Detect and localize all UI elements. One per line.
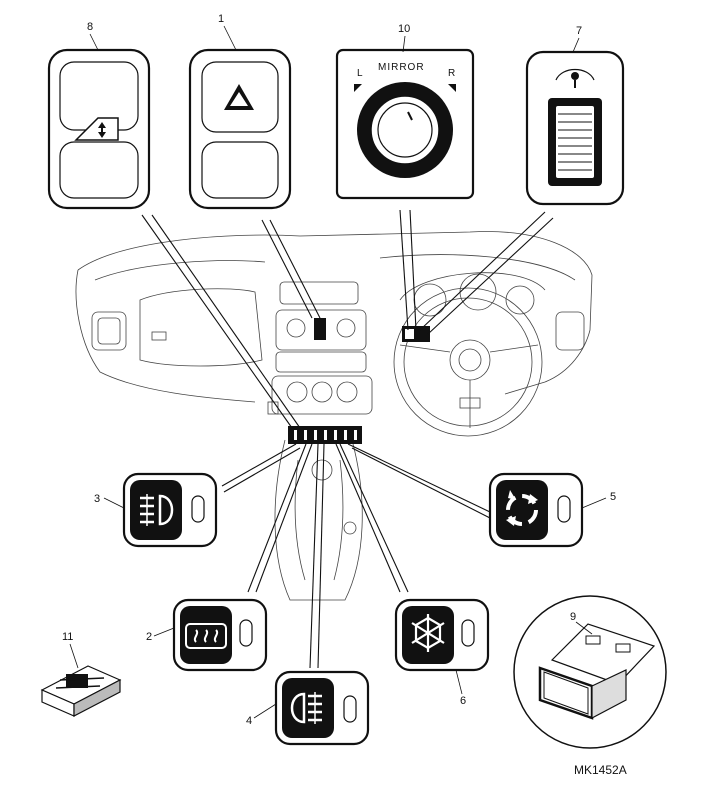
callout-9: 9 — [570, 611, 576, 623]
hazard-switch — [188, 48, 292, 210]
recirculation-switch — [488, 472, 584, 548]
callout-6: 6 — [460, 695, 466, 707]
headlamp-levelling-icon — [555, 68, 595, 88]
leader-lines — [141, 209, 554, 669]
front-fog-lamp-icon — [140, 494, 174, 526]
callout-11: 11 — [62, 631, 73, 643]
callout-1: 1 — [218, 13, 224, 25]
mirror-right-label: R — [448, 68, 456, 79]
air-conditioning-switch — [394, 598, 490, 672]
heated-rear-screen-switch — [172, 598, 268, 672]
dashboard-outline — [75, 231, 593, 601]
hazard-triangle-icon — [224, 84, 254, 110]
callout-7: 7 — [576, 25, 582, 37]
thumbwheel-ribs — [558, 113, 592, 171]
rear-fog-lamp-icon — [290, 692, 322, 724]
mirror-switch: MIRROR L R — [335, 48, 475, 200]
callout-3: 3 — [94, 493, 100, 505]
rear-fog-switch — [274, 670, 370, 746]
recirculation-arrows-icon — [506, 490, 538, 526]
mirror-label: MIRROR — [378, 62, 425, 73]
callout-8: 8 — [87, 21, 93, 33]
callout-2: 2 — [146, 631, 152, 643]
callout-4: 4 — [246, 715, 252, 727]
callout-10: 10 — [398, 23, 410, 35]
switch-connector — [40, 665, 122, 717]
front-fog-switch — [122, 472, 218, 548]
window-switch — [47, 48, 151, 210]
blanking-switch-detail — [513, 595, 667, 749]
callout-5: 5 — [610, 491, 616, 503]
snowflake-icon — [411, 614, 445, 652]
headlamp-levelling-switch — [525, 50, 625, 206]
mirror-adjust-knob-icon — [377, 102, 433, 158]
reference-code: MK1452A — [574, 763, 627, 777]
rear-screen-heater-icon — [185, 623, 227, 649]
window-up-down-icon — [74, 117, 119, 141]
mirror-left-label: L — [357, 68, 364, 79]
